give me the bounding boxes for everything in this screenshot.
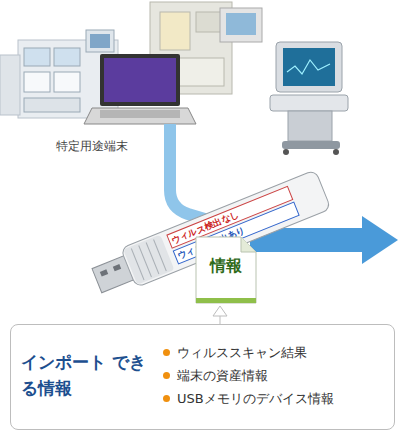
ultrasound-machine (270, 42, 348, 155)
bullet-text: USBメモリのデバイス情報 (177, 387, 388, 410)
bullet-text: 端末の資産情報 (177, 364, 388, 387)
bullet-dot (163, 372, 170, 379)
bullet-row: 端末の資産情報 (161, 364, 388, 387)
bullet-row: USBメモリのデバイス情報 (161, 387, 388, 410)
document-icon: 情報 (195, 236, 257, 304)
flow-line (170, 124, 208, 220)
bullet-dot (163, 395, 170, 402)
bullet-list: ウィルススキャン結果端末の資産情報USBメモリのデバイス情報 (161, 341, 388, 410)
bullet-text: ウィルススキャン結果 (177, 341, 388, 364)
box-heading: インポート できる情報 (21, 349, 151, 401)
bullet-dot (163, 349, 170, 356)
bullet-row: ウィルススキャン結果 (161, 341, 388, 364)
callout-pointer (213, 306, 227, 324)
document-label: 情報 (195, 256, 257, 277)
info-box: インポート できる情報ウィルススキャン結果端末の資産情報USBメモリのデバイス情… (10, 324, 395, 430)
laptop (84, 54, 196, 124)
device-label: 特定用途端末 (56, 138, 128, 155)
